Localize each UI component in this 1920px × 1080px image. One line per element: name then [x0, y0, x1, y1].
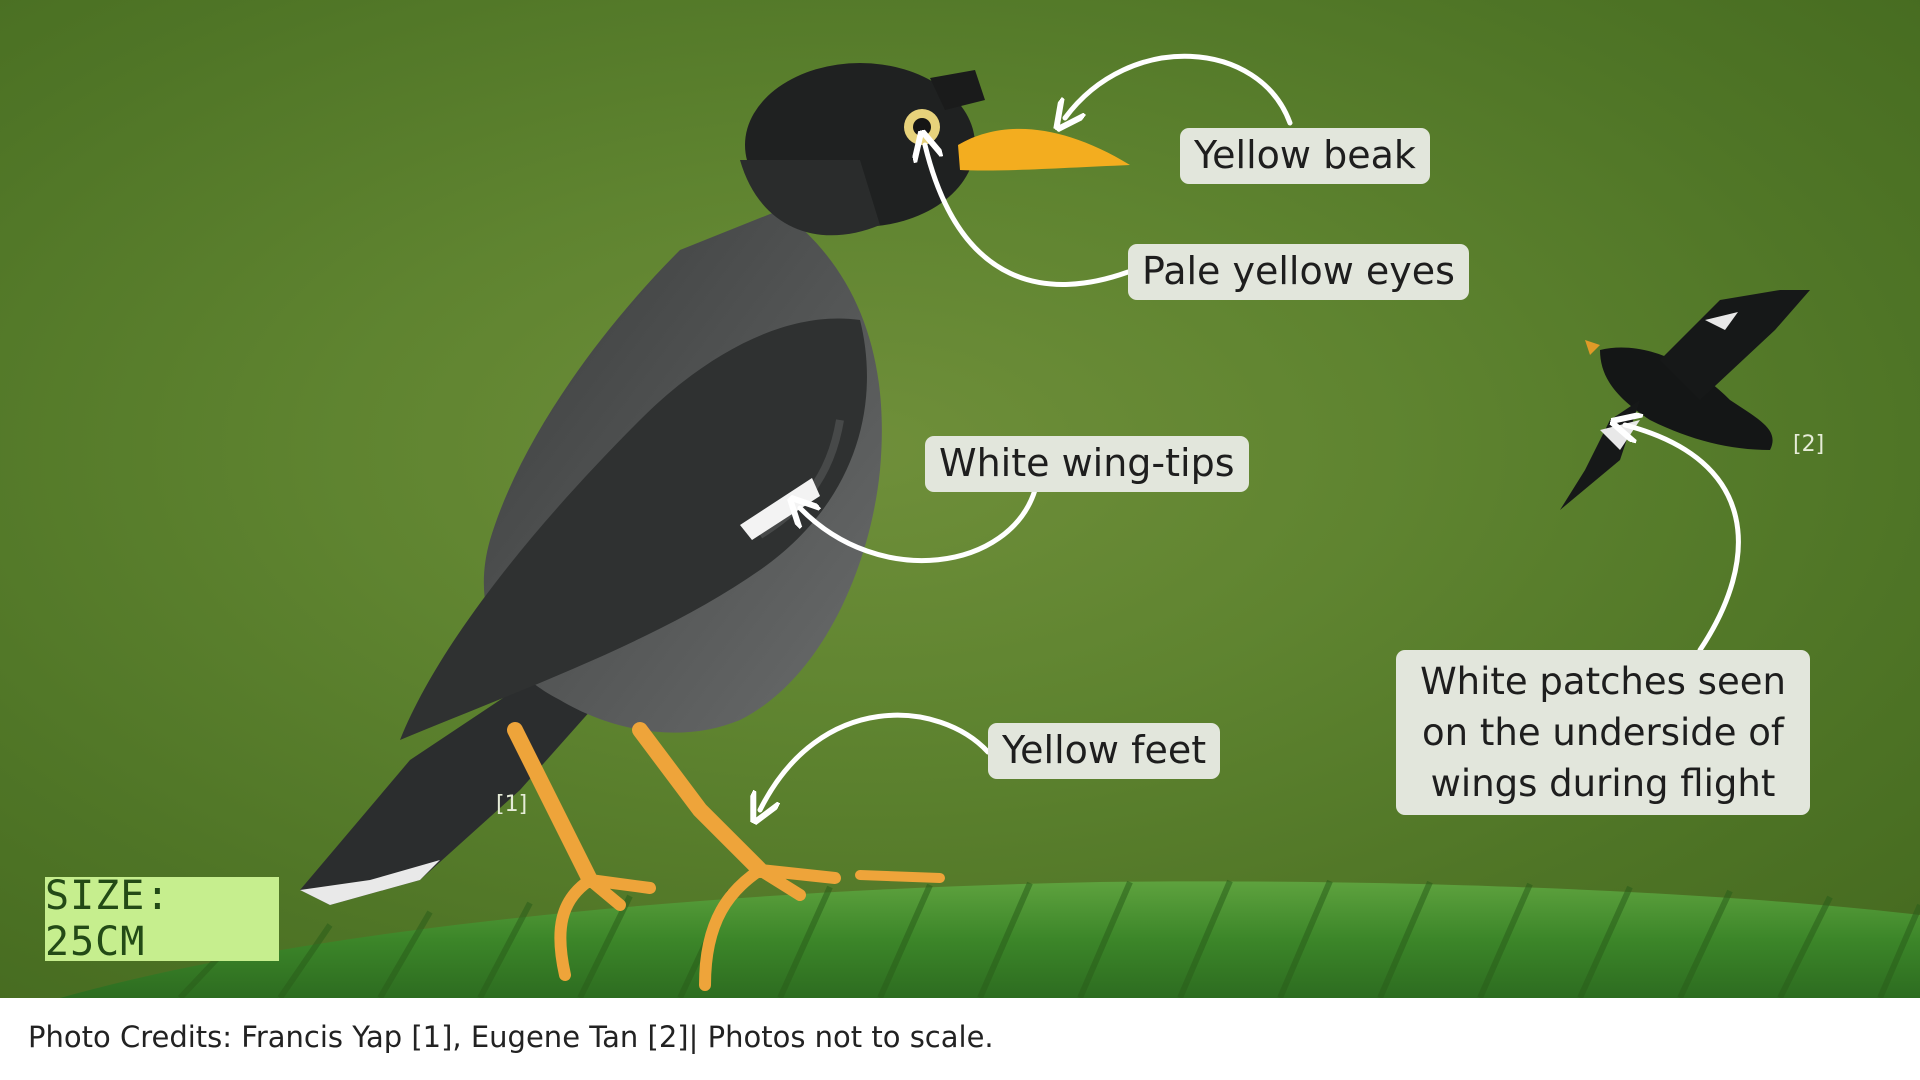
arrow-patches — [1625, 425, 1741, 653]
size-badge: SIZE: 25CM — [45, 873, 279, 965]
main-bird — [300, 63, 1130, 991]
arrow-feet — [760, 712, 991, 810]
flying-bird — [1560, 290, 1810, 510]
photo-ref-flight: [2] — [1793, 432, 1825, 457]
callout-yellow-beak: Yellow beak — [1180, 128, 1430, 184]
callout-white-wing-tips: White wing-tips — [925, 436, 1249, 492]
callout-yellow-feet: Yellow feet — [988, 723, 1221, 779]
banana-leaf — [60, 879, 1920, 998]
annotation-arrows — [760, 53, 1741, 810]
callout-white-patches: White patches seen on the underside of w… — [1396, 650, 1810, 816]
arrow-wing — [800, 487, 1038, 563]
arrow-eyes — [925, 145, 1131, 287]
callout-pale-yellow-eyes: Pale yellow eyes — [1128, 244, 1469, 300]
arrow-beak — [1065, 53, 1293, 123]
bird-illustration — [60, 53, 1920, 998]
bird-photo: Yellow beak Pale yellow eyes White wing-… — [0, 0, 1920, 998]
photo-ref-main: [1] — [496, 792, 528, 817]
photo-credits: Photo Credits: Francis Yap [1], Eugene T… — [28, 1020, 994, 1054]
